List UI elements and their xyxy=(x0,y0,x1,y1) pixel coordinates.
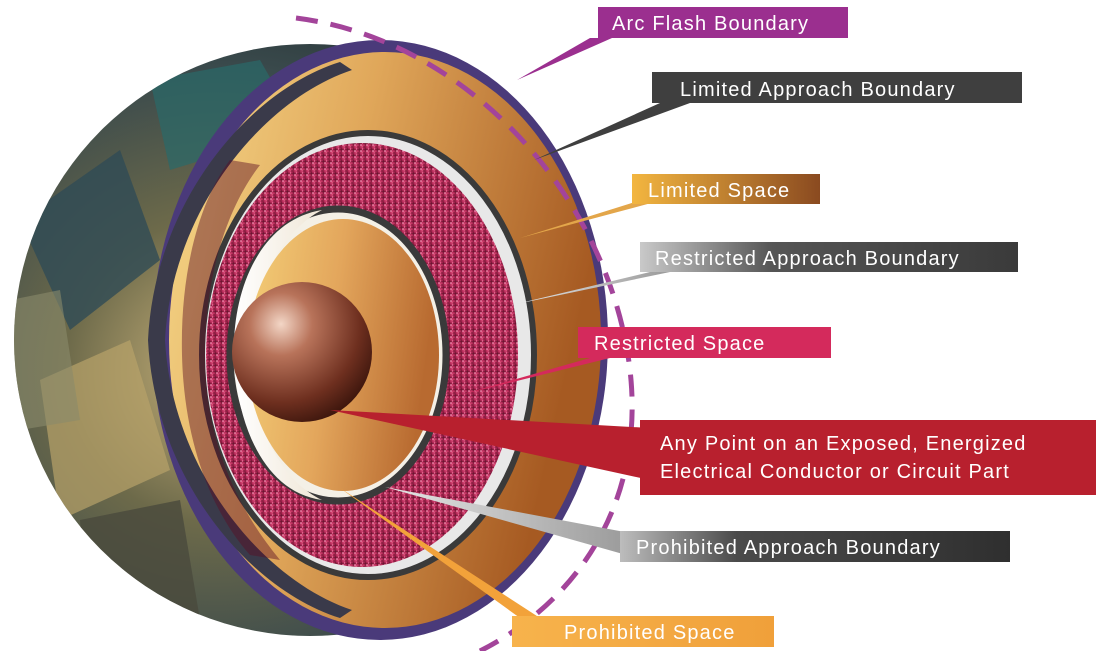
label-restricted-space: Restricted Space xyxy=(594,333,766,355)
label-prohibited-space: Prohibited Space xyxy=(564,622,736,644)
callout-limited-approach-boundary: Limited Approach Boundary xyxy=(534,72,1022,160)
label-arc-flash-boundary: Arc Flash Boundary xyxy=(612,13,809,35)
label-exposed-conductor-line2: Electrical Conductor or Circuit Part xyxy=(660,461,1010,483)
energized-conductor-sphere xyxy=(232,282,372,422)
label-limited-space: Limited Space xyxy=(648,180,790,202)
label-limited-approach-boundary: Limited Approach Boundary xyxy=(680,79,956,101)
label-prohibited-approach-boundary: Prohibited Approach Boundary xyxy=(636,537,941,559)
callout-arc-flash-boundary: Arc Flash Boundary xyxy=(517,7,848,80)
label-restricted-approach-boundary: Restricted Approach Boundary xyxy=(655,248,960,270)
label-exposed-conductor-line1: Any Point on an Exposed, Energized xyxy=(660,433,1027,455)
